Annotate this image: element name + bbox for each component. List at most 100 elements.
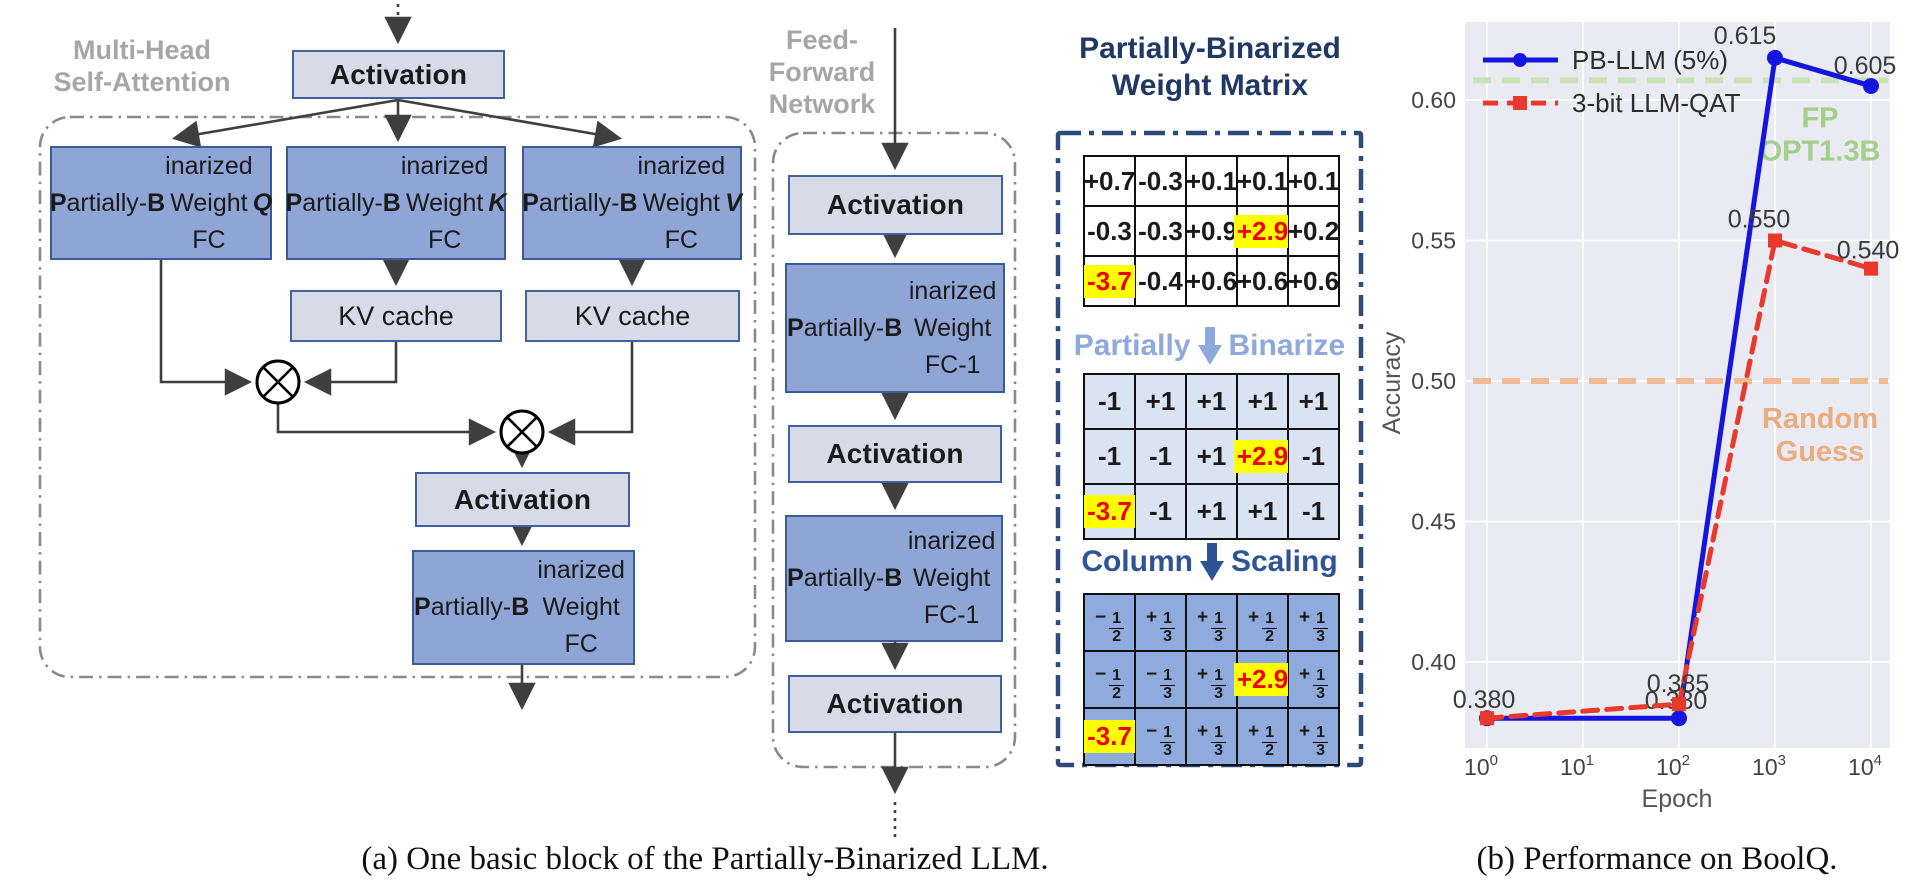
caption-b: (b) Performance on BoolQ. — [1476, 841, 1838, 877]
matrix-cell: +1 — [1186, 484, 1237, 539]
svg-text:Random: Random — [1762, 403, 1878, 435]
series-PB-LLM (5%): 0.3800.6150.605 — [1479, 22, 1897, 727]
matrix-cell: +2.9 — [1233, 651, 1292, 708]
matmul-icons — [255, 359, 545, 455]
ffn-activation-block-1: Activation — [788, 175, 1003, 235]
matrix-cell: +1 — [1135, 374, 1186, 429]
ffn-activation-block-3: Activation — [788, 675, 1002, 733]
step-label-left: Column — [1081, 545, 1193, 578]
matrix-cell: +0.6 — [1186, 256, 1237, 306]
matrix-cell: -0.4 — [1135, 256, 1186, 306]
svg-text:OPT1.3B: OPT1.3B — [1760, 135, 1881, 167]
svg-text:0.40: 0.40 — [1411, 649, 1456, 675]
svg-text:3-bit LLM-QAT: 3-bit LLM-QAT — [1572, 88, 1741, 118]
svg-text:0.605: 0.605 — [1834, 52, 1897, 80]
svg-text:0.385: 0.385 — [1647, 670, 1710, 698]
step-label-left: Partially — [1073, 329, 1191, 362]
partially-binarize-step: Partially Binarize — [1058, 325, 1361, 367]
svg-text:0.550: 0.550 — [1728, 206, 1791, 234]
matrix-cell: +0.6 — [1237, 256, 1288, 306]
activation-block-mid: Activation — [415, 472, 630, 527]
matrix-cell: -1 — [1135, 429, 1186, 484]
svg-text:0.50: 0.50 — [1411, 368, 1456, 394]
matrix-cell: -1 — [1288, 484, 1339, 539]
down-arrow-icon — [1199, 543, 1224, 581]
matrix-cell: +0.7 — [1084, 156, 1135, 206]
weight-matrix-original: +0.7-0.3+0.1+0.1+0.1-0.3-0.3+0.9+2.9+0.2… — [1083, 155, 1340, 307]
matrix-cell: -1 — [1288, 429, 1339, 484]
x-axis-label: Epoch — [1642, 785, 1713, 813]
gridlines — [1465, 22, 1890, 748]
svg-text:0.45: 0.45 — [1411, 509, 1456, 535]
legend: PB-LLM (5%) 3-bit LLM-QAT — [1483, 45, 1741, 118]
svg-text:100: 100 — [1464, 752, 1498, 780]
matrix-cell: -0.3 — [1135, 206, 1186, 256]
matrix-cell: +1 — [1237, 374, 1288, 429]
svg-text:102: 102 — [1656, 752, 1690, 780]
matrix-cell: +1 — [1186, 374, 1237, 429]
matrix-cell: +0.1 — [1186, 156, 1237, 206]
svg-text:101: 101 — [1560, 752, 1594, 780]
matrix-cell: -1 — [1084, 374, 1135, 429]
svg-text:PB-LLM (5%): PB-LLM (5%) — [1572, 45, 1728, 75]
matrix-cell: -0.3 — [1084, 206, 1135, 256]
step-label-right: Scaling — [1230, 545, 1338, 578]
down-arrow-icon — [1197, 327, 1222, 365]
attention-arrows — [159, 4, 646, 711]
svg-text:0.540: 0.540 — [1837, 237, 1900, 265]
caption-a: (a) One basic block of the Partially-Bin… — [361, 841, 1049, 877]
matrix-cell: -0.3 — [1135, 156, 1186, 206]
ffn-activation-block-2: Activation — [788, 425, 1002, 483]
matrix-cell: +0.2 — [1288, 206, 1339, 256]
svg-text:0.55: 0.55 — [1411, 228, 1456, 254]
matrix-cell: -1 — [1084, 429, 1135, 484]
plot-background — [1465, 22, 1890, 748]
matrix-cell: +1 — [1237, 484, 1288, 539]
matrix-cell: +1 — [1288, 374, 1339, 429]
matrix-cell: +2.9 — [1233, 206, 1292, 256]
svg-text:104: 104 — [1848, 752, 1882, 780]
step-label-right: Binarize — [1228, 329, 1346, 362]
matrix-cell: +0.1 — [1237, 156, 1288, 206]
svg-text:0.60: 0.60 — [1411, 87, 1456, 113]
svg-text:0.380: 0.380 — [1453, 686, 1516, 714]
matmul-icon — [499, 409, 545, 455]
matrix-cell: -3.7 — [1084, 708, 1135, 765]
matrix-cell: +0.9 — [1186, 206, 1237, 256]
matrix-cell: -3.7 — [1084, 256, 1135, 306]
matrix-cell: +0.6 — [1288, 256, 1339, 306]
matrix-cell: +1 — [1186, 429, 1237, 484]
svg-text:FP: FP — [1801, 102, 1838, 134]
matrix-cell: -3.7 — [1084, 484, 1135, 539]
svg-text:Guess: Guess — [1776, 436, 1865, 468]
series-3-bit LLM-QAT: 0.380 0.385 0.550 0.540 — [1453, 206, 1900, 726]
kv-cache-block-k: KV cache — [290, 290, 502, 342]
matmul-icon — [255, 359, 301, 405]
activation-block-top: Activation — [292, 50, 505, 99]
